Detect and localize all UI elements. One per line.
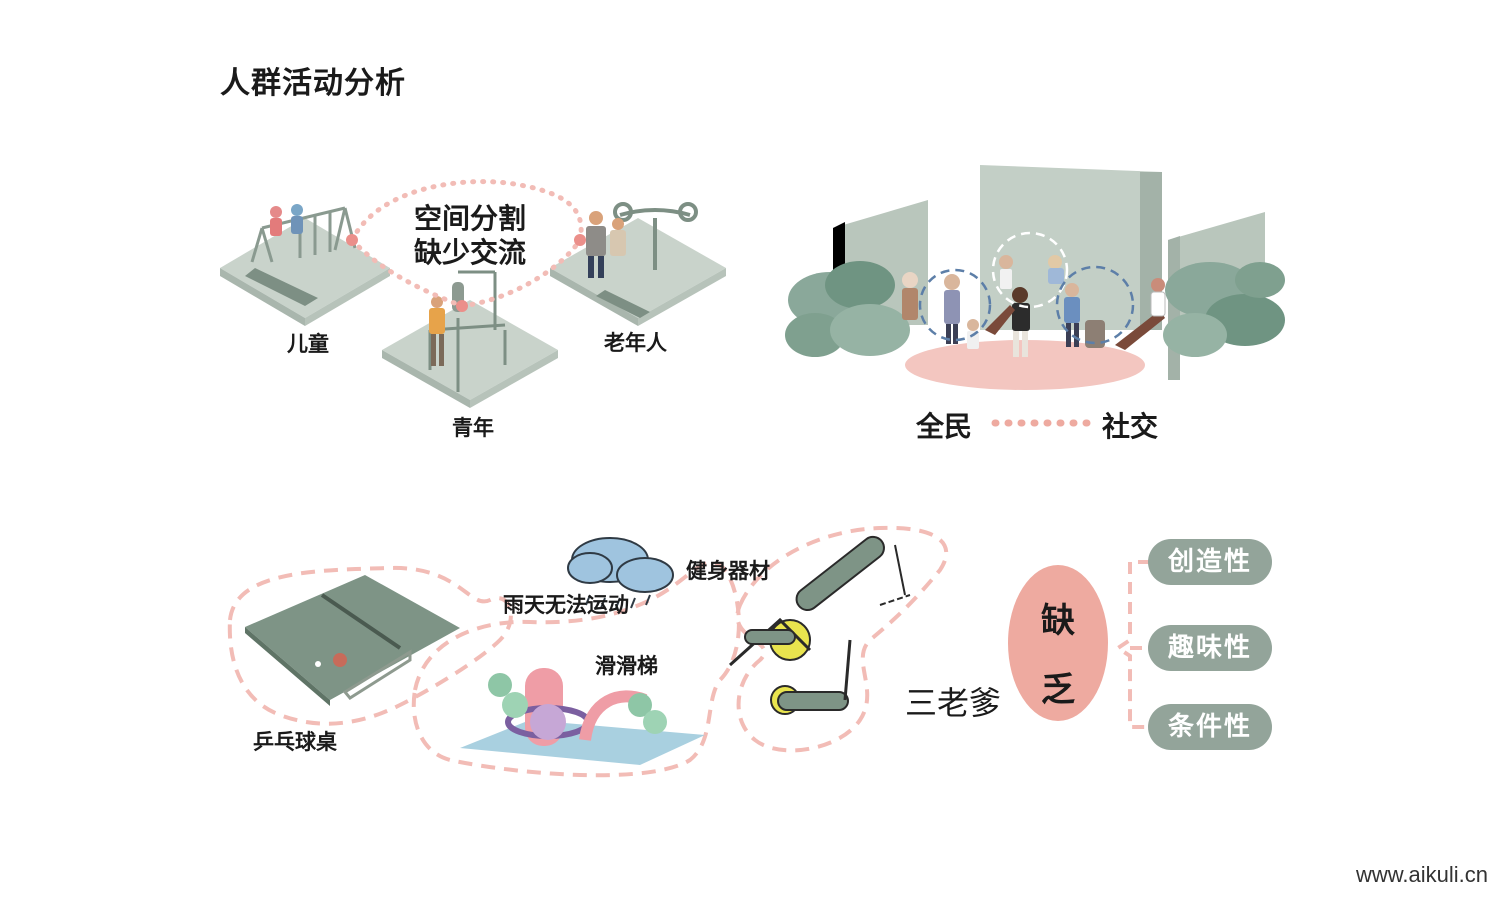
pingpong-label: 乒乓球桌: [253, 729, 337, 754]
lack-bracket: [1114, 560, 1150, 729]
youth-platform: [382, 270, 558, 408]
ping-pong-table: [245, 575, 460, 706]
facility-dashed-outline: [227, 525, 949, 778]
community-scene: [785, 165, 1285, 390]
subject-label: 三老爹: [905, 684, 1002, 722]
watermark: www.aikuli.cn: [1355, 862, 1488, 887]
rain-cloud-icon: [567, 537, 674, 609]
separation-bubble-text: 空间分割 缺少交流: [405, 202, 535, 270]
pill-conditions: 条件性: [1148, 704, 1272, 750]
lack-char-2: 乏: [1041, 670, 1075, 710]
youth-label: 青年: [452, 415, 494, 440]
pill-creativity: 创造性: [1148, 539, 1272, 585]
connection-dotted-line: [346, 179, 586, 312]
fitness-equipment-icon: [728, 535, 911, 715]
elderly-label: 老年人: [604, 330, 667, 355]
social-label: 社交: [1102, 410, 1159, 443]
slide-playground: [460, 668, 705, 765]
fitness-label: 健身器材: [686, 558, 770, 583]
children-label: 儿童: [287, 331, 329, 356]
elderly-platform: [550, 202, 726, 326]
bubble-line-1: 空间分割: [413, 202, 526, 235]
bubble-line-2: 缺少交流: [413, 236, 526, 269]
page-title: 人群活动分析: [220, 66, 406, 101]
lack-char-1: 缺: [1041, 601, 1075, 641]
lack-oval: 缺 乏: [1008, 565, 1108, 721]
rain-label: 雨天无法运动: [503, 592, 629, 617]
all-people-label: 全民: [916, 410, 973, 443]
pill-fun: 趣味性: [1148, 625, 1272, 671]
slide-label: 滑滑梯: [595, 653, 658, 678]
